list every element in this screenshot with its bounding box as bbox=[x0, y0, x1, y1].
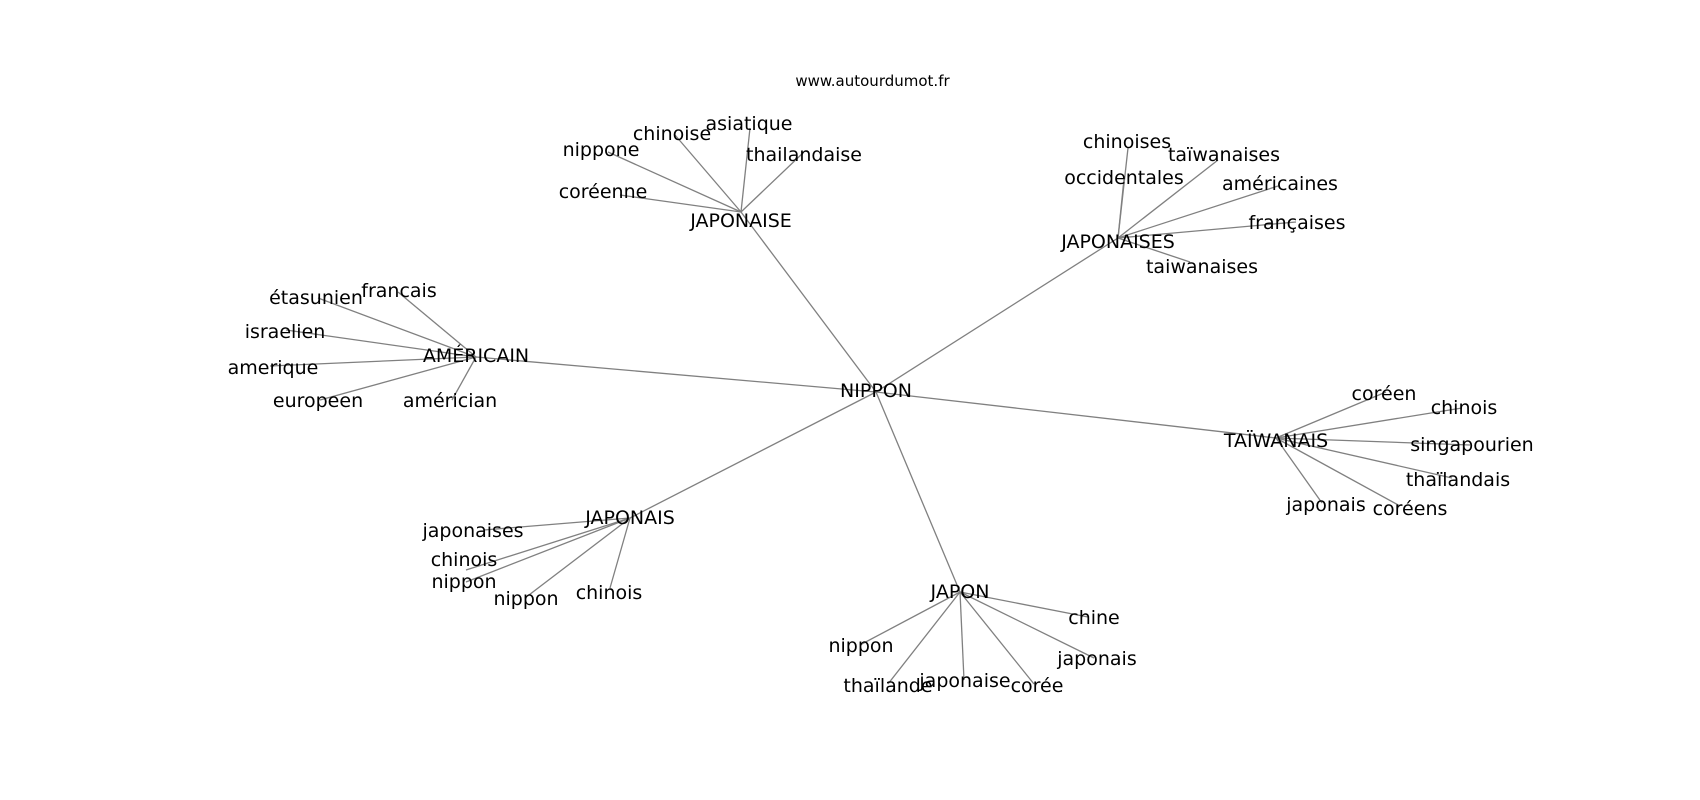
edge-center-americain bbox=[475, 356, 877, 393]
edge-japon-japonais bbox=[959, 591, 1095, 659]
edge-center-japonais bbox=[629, 391, 877, 519]
edge-japonais-nippon-2 bbox=[524, 517, 631, 599]
word-label: nippon bbox=[828, 635, 893, 657]
word-label: thaïlande bbox=[843, 675, 932, 697]
edge-taiwanais-japonais bbox=[1275, 437, 1323, 504]
edge-japon-chine bbox=[959, 591, 1089, 618]
word-label: corée bbox=[1011, 675, 1064, 697]
edge-taiwanais-thailandais bbox=[1275, 437, 1453, 479]
word-label: taiwanaises bbox=[1146, 256, 1258, 278]
edge-taiwanais-coreen bbox=[1275, 391, 1387, 439]
edge-japon-japonaise bbox=[959, 591, 965, 681]
edge-japonaise-coreenne bbox=[619, 194, 742, 213]
word-label: occidentales bbox=[1064, 167, 1184, 189]
hub-label-americain: AMÉRICAIN bbox=[423, 344, 529, 367]
word-label: thailandaise bbox=[746, 144, 862, 166]
word-label: chinois bbox=[1431, 397, 1498, 419]
word-label: israelien bbox=[245, 321, 326, 343]
edge-japonaise-chinoise bbox=[674, 134, 742, 213]
word-label: japonaise bbox=[918, 670, 1010, 692]
word-label: francais bbox=[361, 280, 436, 302]
word-label: coréens bbox=[1373, 498, 1448, 520]
edge-center-taiwanais bbox=[875, 391, 1277, 439]
edge-americain-amerique bbox=[269, 356, 477, 367]
word-label: chine bbox=[1068, 607, 1120, 629]
word-label: américaines bbox=[1222, 173, 1338, 195]
edge-center-japon bbox=[875, 391, 961, 593]
edge-americain-europeen bbox=[319, 356, 477, 401]
word-label: chinoise bbox=[633, 123, 711, 145]
edge-taiwanais-coreens bbox=[1275, 437, 1401, 507]
hub-label-japon: JAPON bbox=[930, 581, 990, 603]
edge-taiwanais-chinois bbox=[1275, 407, 1463, 439]
edge-americain-americian bbox=[451, 356, 477, 401]
word-label: amerique bbox=[228, 357, 319, 379]
edge-japon-nippon bbox=[859, 591, 961, 646]
center-node-label: NIPPON bbox=[840, 380, 912, 402]
edge-japonais-chinois-1 bbox=[465, 517, 631, 571]
word-label: nippone bbox=[563, 139, 640, 161]
word-label: japonais bbox=[1285, 494, 1365, 516]
word-label: chinois bbox=[576, 582, 643, 604]
edge-japonaise-asiatique bbox=[740, 127, 751, 213]
edge-japonaises-occidentales bbox=[1117, 178, 1125, 239]
edge-americain-israelien bbox=[285, 329, 477, 358]
edge-japonaises-taiwanaises-2 bbox=[1117, 237, 1191, 263]
word-label: américian bbox=[403, 390, 497, 412]
word-label: japonaises bbox=[421, 520, 523, 542]
word-label: europeen bbox=[273, 390, 363, 412]
word-label: thaïlandais bbox=[1406, 469, 1510, 491]
edge-japonaises-francaises bbox=[1117, 221, 1297, 239]
word-label: nippon bbox=[431, 571, 496, 593]
edge-japonaise-thailandaise bbox=[740, 151, 805, 213]
word-label: japonais bbox=[1056, 648, 1136, 670]
edge-japonaises-americaines bbox=[1117, 185, 1279, 239]
edge-americain-etasunien bbox=[317, 297, 477, 358]
edge-japon-coree bbox=[959, 591, 1035, 685]
word-label: françaises bbox=[1248, 212, 1345, 234]
word-label: asiatique bbox=[706, 113, 793, 135]
hub-label-japonaise: JAPONAISE bbox=[689, 210, 792, 232]
edge-japonais-nippon-1 bbox=[465, 517, 631, 583]
word-label: singapourien bbox=[1410, 434, 1533, 456]
edge-taiwanais-singapourien bbox=[1275, 437, 1471, 446]
edge-japonaises-taiwanaises-1 bbox=[1117, 159, 1219, 239]
word-label: coréenne bbox=[559, 181, 648, 203]
edge-center-japonaises bbox=[875, 237, 1119, 393]
word-label: taïwanaises bbox=[1168, 144, 1280, 166]
edge-americain-francais bbox=[397, 291, 477, 358]
word-label: nippon bbox=[493, 588, 558, 610]
source-label: www.autourdumot.fr bbox=[795, 72, 950, 90]
edge-japon-thailande bbox=[887, 591, 961, 685]
hub-label-japonais: JAPONAIS bbox=[584, 507, 675, 529]
edge-center-japonaise bbox=[740, 211, 877, 393]
word-label: coréen bbox=[1352, 383, 1417, 405]
word-label: chinoises bbox=[1083, 131, 1171, 153]
graph-labels: NIPPON JAPONAISE JAPONAISES AMÉRICAIN TA… bbox=[228, 113, 1534, 697]
word-label: étasunien bbox=[269, 287, 363, 309]
word-label: chinois bbox=[431, 549, 498, 571]
edge-japonais-japonaises bbox=[483, 517, 631, 531]
graph-edges bbox=[269, 127, 1471, 685]
hub-label-taiwanais: TAÏWANAIS bbox=[1223, 429, 1328, 452]
hub-label-japonaises: JAPONAISES bbox=[1060, 231, 1175, 253]
edge-japonais-chinois-2 bbox=[609, 517, 631, 589]
edge-japonaise-nippone bbox=[607, 151, 742, 213]
